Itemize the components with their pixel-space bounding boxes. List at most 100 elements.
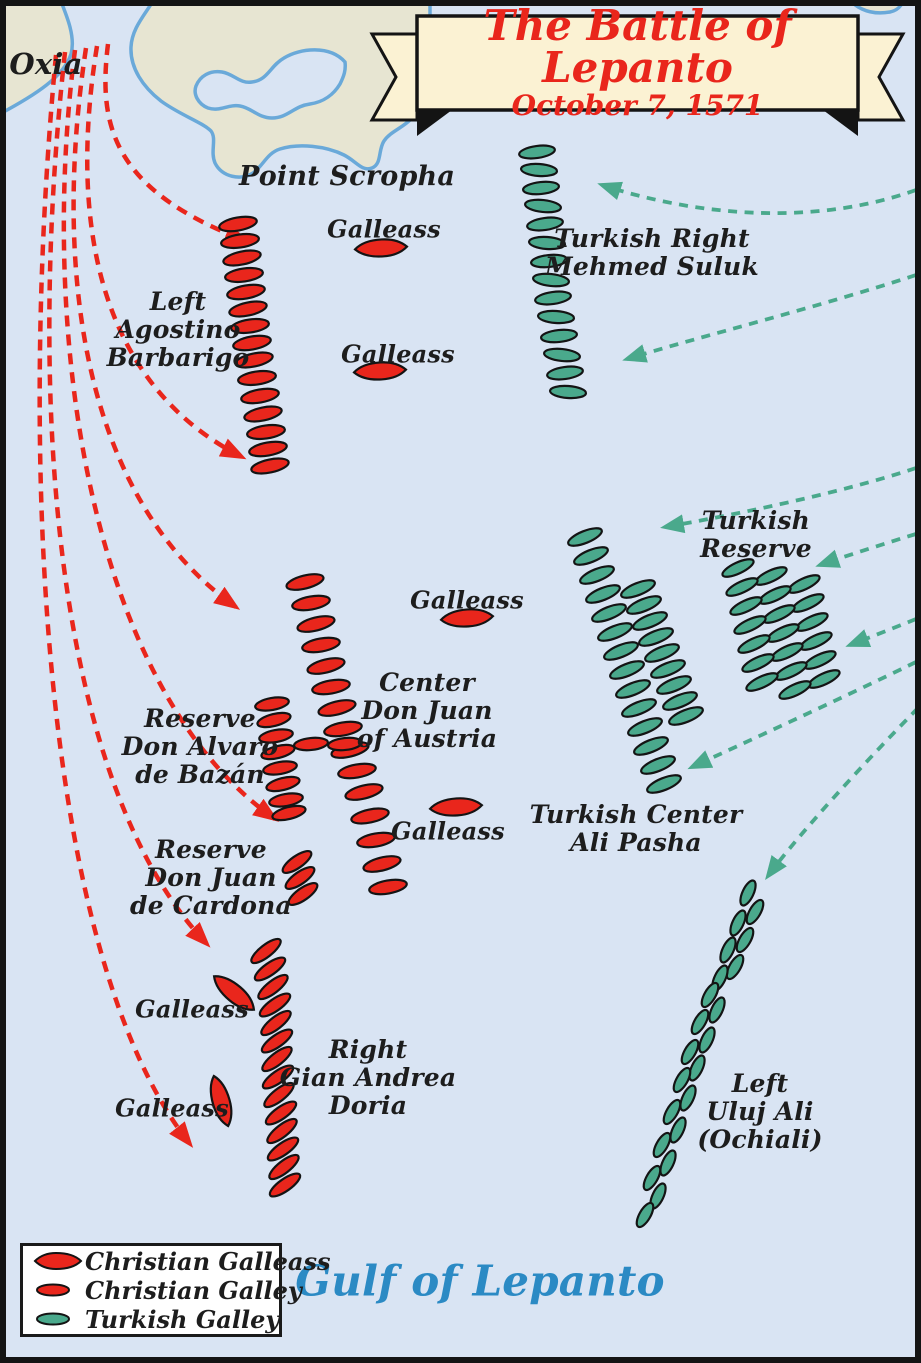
fleet-turkish-right-suluk [518, 144, 588, 400]
turkish-galley-ship [669, 1116, 687, 1144]
turkish-approach-3-arrow [660, 466, 917, 534]
christian-galley-ship [356, 831, 396, 849]
christian-galley-ship [265, 775, 301, 793]
christian-galley-ship [262, 760, 298, 776]
turkish-galley-ship [741, 653, 775, 673]
banner-right-fold [823, 110, 858, 136]
christian-galley-ship [232, 334, 272, 352]
banner-plate [415, 14, 860, 112]
banner-right-tail [856, 32, 906, 122]
christian-galley-ship [264, 1100, 298, 1126]
legend-label: Christian Galley [85, 1275, 302, 1305]
christian-galley-ship [261, 1064, 295, 1090]
fleet-christian-left-barbarigo [218, 215, 290, 475]
christian-galleass-ship [439, 608, 495, 628]
turkish-galley-ship [633, 736, 669, 756]
christian-galleass-ship [352, 361, 408, 381]
christian-approach-2-arrow [84, 45, 247, 460]
legend-label: Turkish Galley [85, 1304, 280, 1334]
turkish-galley-ship [725, 953, 745, 981]
turkish-galley-ship [548, 384, 588, 400]
christian-galley-ship [261, 1045, 293, 1073]
legend-label: Christian Galleass [85, 1246, 331, 1276]
turkish-galley-ship [567, 527, 603, 547]
christian-galley-ship [266, 1136, 300, 1162]
christian-galley-ship [287, 881, 319, 907]
christian-galley-ship [250, 457, 290, 475]
turkish-galley-ship [609, 660, 645, 680]
christian-galley-ship [240, 387, 280, 405]
turkish-galley-ship [733, 615, 767, 635]
christian-galley-ship [230, 317, 270, 335]
map-legend: Christian Galleass Christian Galley Turk… [20, 1243, 331, 1337]
christian-approach-3-arrow [71, 47, 241, 610]
christian-galley-ship [234, 351, 274, 369]
legend-item-christian-galleass: Christian Galleass [31, 1247, 331, 1276]
christian-galley-ship [291, 594, 331, 612]
christian-galley-ship [311, 678, 351, 696]
turkish-galley-ship [523, 198, 563, 214]
fleet-turkish-reserve [721, 558, 841, 700]
christian-galleass-ship [212, 975, 256, 1011]
turkish-galley-ship [708, 996, 726, 1024]
christian-galley-ship [362, 855, 402, 873]
legend-item-christian-galley: Christian Galley [31, 1276, 302, 1305]
turkish-galley-ship [719, 936, 737, 964]
turkish-galley-ship [632, 611, 668, 631]
turkish-galley-ship [690, 1008, 710, 1036]
christian-galley-ship [296, 615, 336, 633]
fleet-turkish-center-alipasha-col2 [620, 579, 704, 726]
christian-galley-ship [256, 711, 292, 729]
christian-galley-ship [257, 973, 289, 1001]
christian-galleass-swatch [33, 1251, 83, 1271]
fleet-christian-reserve-bazan [254, 696, 364, 822]
christian-galley-ship [344, 783, 384, 801]
christian-galley-ship [254, 696, 290, 712]
christian-galley-ship [323, 720, 363, 738]
turkish-galley-ship [518, 144, 556, 160]
turkish-galley-ship [778, 680, 812, 700]
legend-item-turkish-galley: Turkish Galley [31, 1305, 279, 1334]
christian-galley-ship [220, 232, 260, 250]
turkish-galley-ship [642, 1164, 662, 1192]
turkish-approach-4-arrow [815, 532, 917, 568]
christian-galley-ship [281, 849, 313, 875]
turkish-galley-ship [591, 603, 627, 623]
christian-galleass-ship [428, 797, 484, 817]
fleet-christian-galleasses [209, 238, 495, 1128]
turkish-galley-ship [521, 180, 561, 196]
christian-approach-6-arrow [37, 54, 194, 1148]
movement-arrows-layer [37, 43, 920, 1148]
fleet-christian-right-doria [250, 937, 302, 1198]
turkish-galley-ship [652, 1131, 672, 1159]
christian-galley-ship [222, 249, 262, 267]
turkish-galley-ship [680, 1038, 700, 1066]
turkish-galley-ship [519, 162, 559, 178]
turkish-galley-ship [650, 659, 686, 679]
christian-galley-ship [268, 1172, 302, 1198]
christian-galley-ship [260, 1028, 294, 1054]
turkish-galley-ship [644, 643, 680, 663]
turkish-galley-ship [640, 755, 676, 775]
turkish-galley-ship [688, 1054, 706, 1082]
turkish-galley-ship [539, 328, 579, 344]
christian-galley-ship [326, 736, 364, 752]
turkish-galley-ship [679, 1084, 697, 1112]
turkish-galley-ship [725, 577, 759, 597]
christian-galley-ship [248, 440, 288, 458]
turkish-galley-ship [745, 672, 779, 692]
christian-galleass-ship [353, 238, 409, 258]
christian-galley-ship [218, 215, 258, 233]
turkish-galley-ship [729, 909, 747, 937]
christian-galley-ship [317, 699, 357, 717]
christian-galley-ship [284, 865, 316, 891]
title-banner [369, 14, 906, 136]
turkish-galley-ship [635, 1201, 655, 1229]
turkish-approach-5-arrow [845, 617, 917, 647]
turkish-galley-ship [638, 627, 674, 647]
turkish-galley-ship [621, 698, 657, 718]
